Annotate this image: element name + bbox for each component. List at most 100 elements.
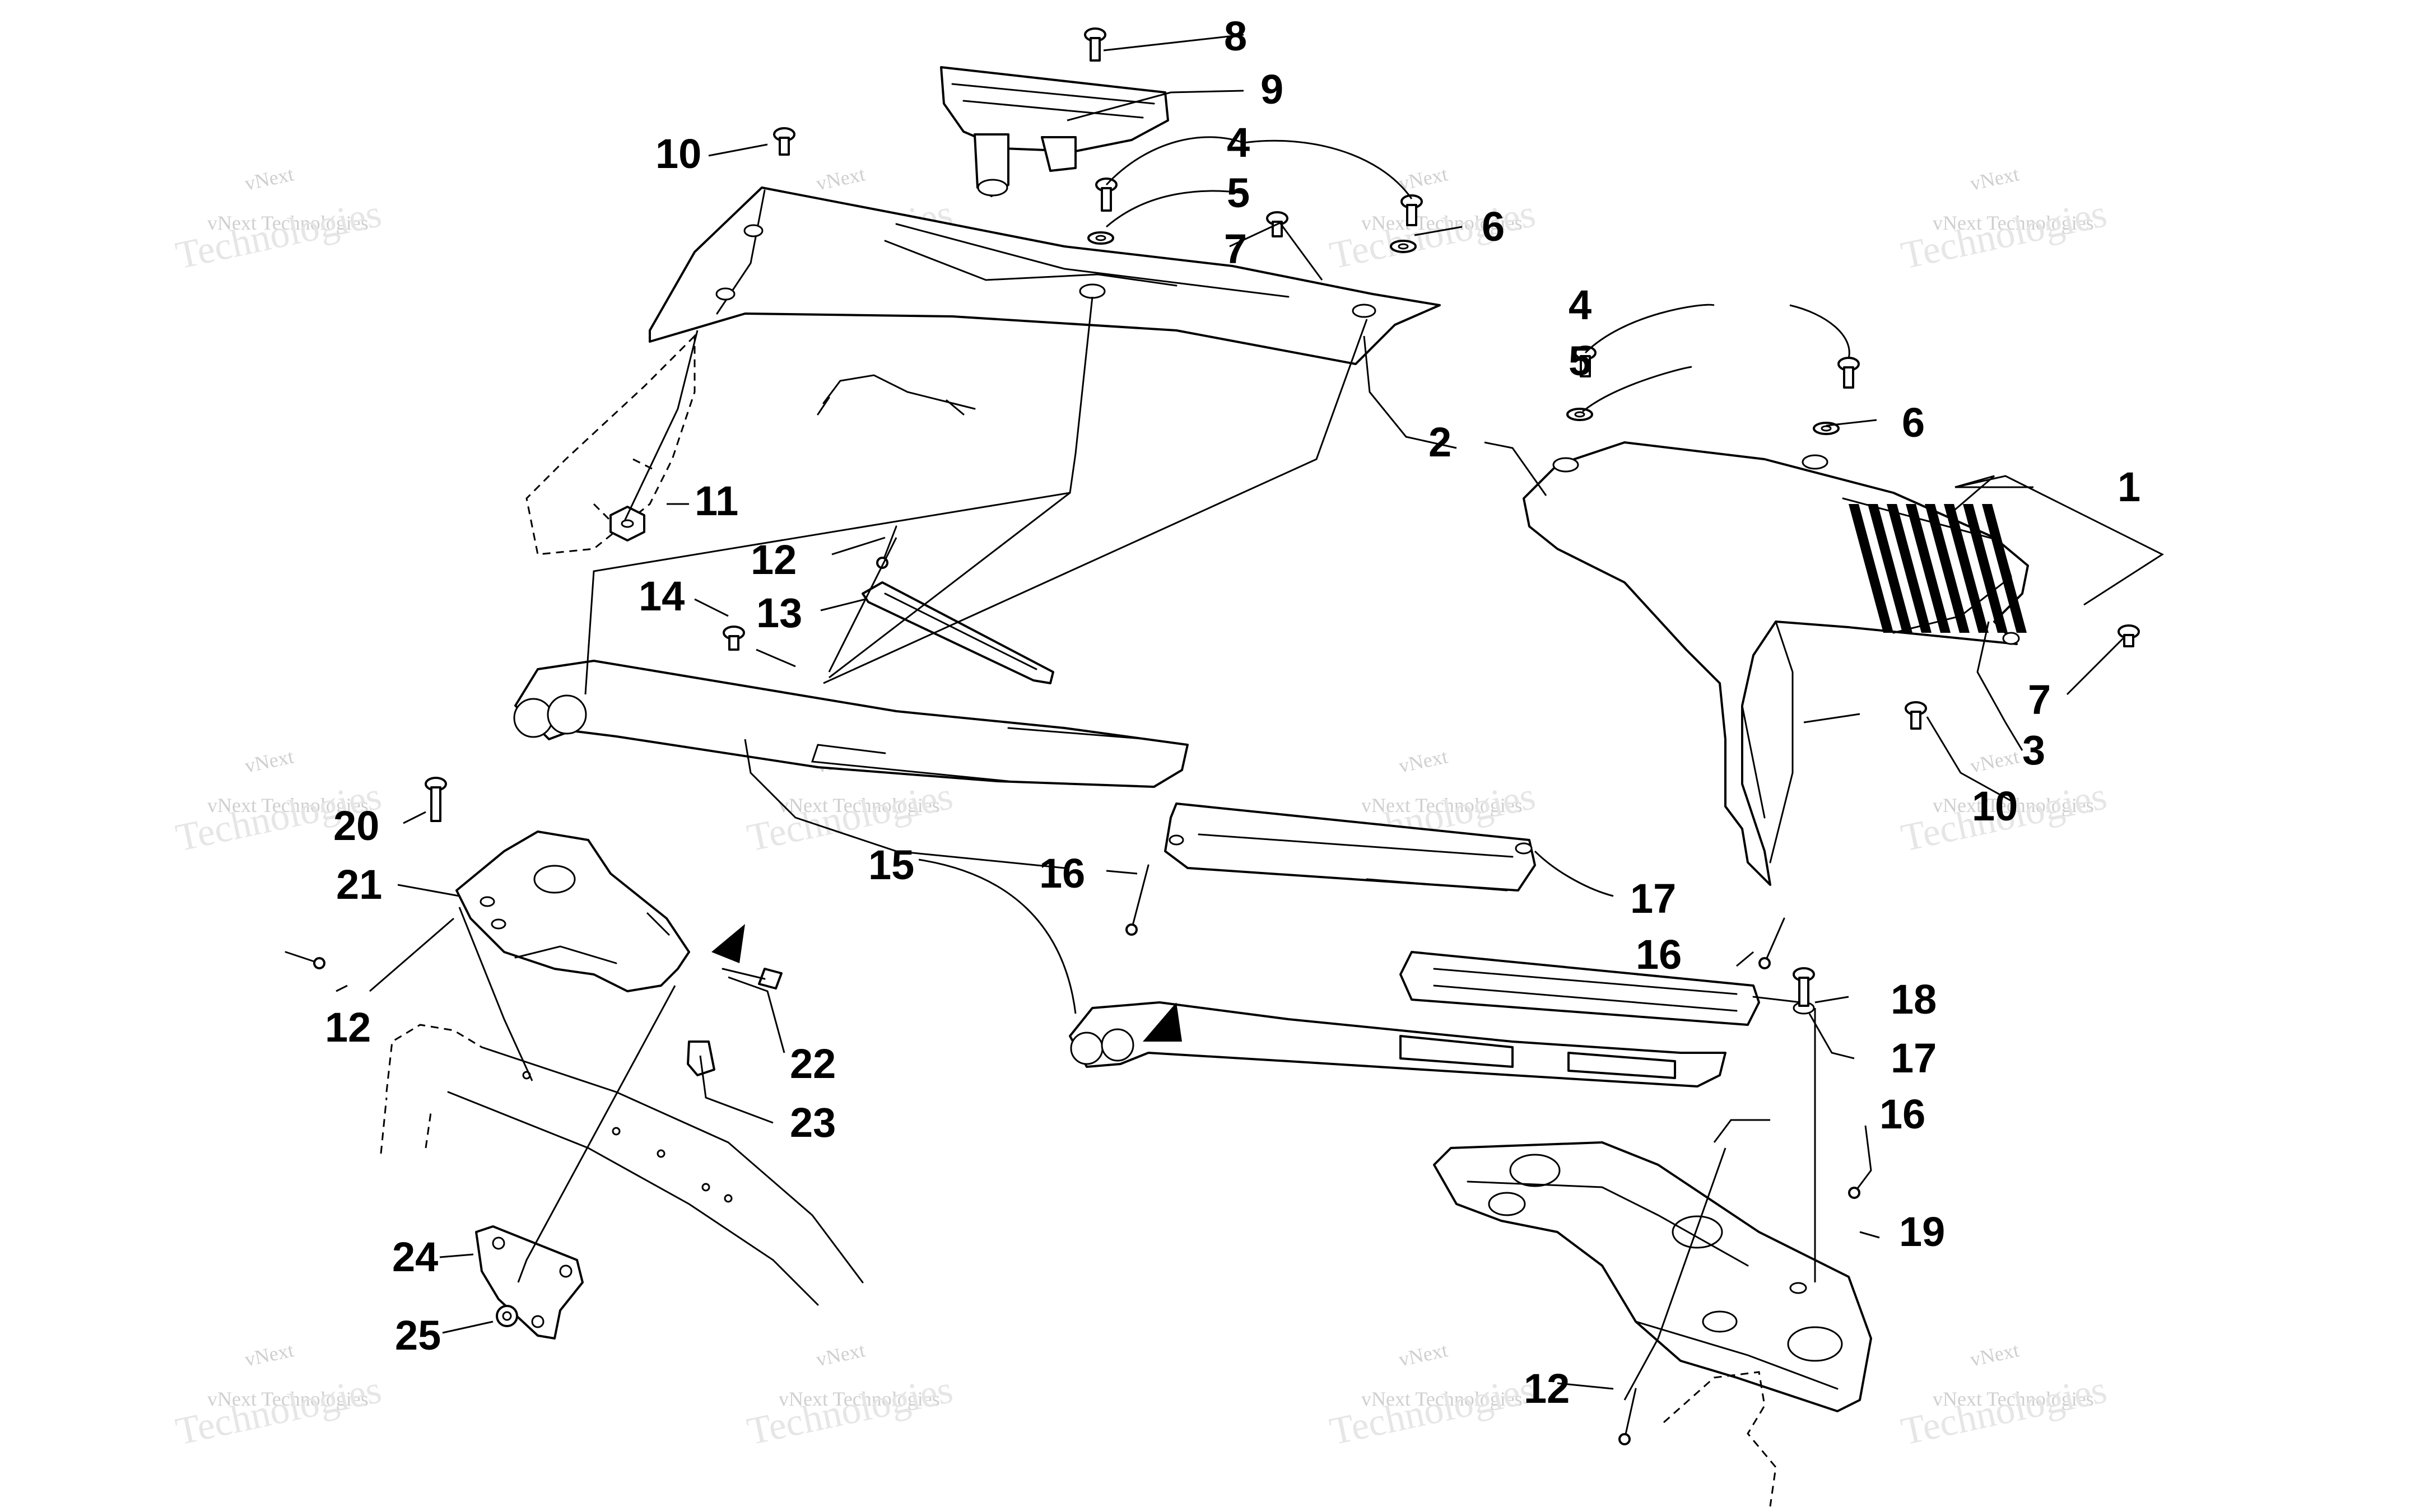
watermark-brand: vNext bbox=[1968, 745, 2021, 777]
washer-6-top bbox=[1390, 240, 1417, 253]
callout-22: 22 bbox=[790, 1040, 836, 1087]
callout-3: 3 bbox=[2022, 727, 2045, 773]
watermark-brand: vNext bbox=[1397, 745, 1449, 777]
callout-18: 18 bbox=[1891, 976, 1937, 1023]
bolt-20 bbox=[425, 777, 447, 822]
part-lower-strip bbox=[1399, 951, 1815, 1026]
watermark-line2: Technologies bbox=[1326, 1368, 1539, 1454]
callout-25: 25 bbox=[395, 1312, 441, 1359]
decal-stripe bbox=[1925, 504, 1970, 633]
callout-4: 4 bbox=[1569, 282, 1591, 328]
callout-7: 7 bbox=[1224, 226, 1247, 272]
callout-5: 5 bbox=[1227, 170, 1250, 216]
decal-stripe bbox=[1868, 504, 1912, 633]
rivet-12-left bbox=[285, 951, 325, 969]
washer-5-top bbox=[1087, 231, 1114, 245]
callout-4: 4 bbox=[1227, 119, 1250, 166]
part-upper-strip bbox=[862, 581, 1054, 684]
watermark-line1: vNext Technologies bbox=[1361, 1388, 1523, 1410]
screw-4-right-2 bbox=[1837, 357, 1860, 389]
part-lower-bracket-hidden bbox=[1663, 1371, 1777, 1507]
screw-4-top-right bbox=[1400, 194, 1423, 226]
rivet-12-bottom bbox=[1618, 1388, 1637, 1445]
watermark-brand: vNext bbox=[1397, 1338, 1449, 1370]
callout-21: 21 bbox=[336, 861, 382, 908]
callout-24: 24 bbox=[392, 1234, 438, 1280]
watermark-line1: vNext Technologies bbox=[779, 794, 940, 816]
fastener-layer bbox=[285, 27, 2140, 1445]
watermark-brand: vNext bbox=[243, 1338, 295, 1370]
watermark-line2: Technologies bbox=[743, 774, 956, 860]
screw-18 bbox=[1793, 967, 1815, 1007]
callout-17: 17 bbox=[1630, 875, 1676, 922]
part-mid-strip bbox=[1164, 802, 1536, 892]
callout-6: 6 bbox=[1482, 203, 1505, 250]
watermark-line1: vNext Technologies bbox=[207, 212, 369, 234]
watermark-line2: Technologies bbox=[1326, 192, 1539, 278]
screw-14 bbox=[723, 626, 745, 651]
decal-stripe bbox=[1963, 504, 2008, 633]
callout-13: 13 bbox=[756, 590, 802, 636]
watermark-brand: vNext bbox=[1968, 162, 2021, 194]
callout-11: 11 bbox=[695, 478, 738, 524]
callout-12: 12 bbox=[1524, 1365, 1570, 1412]
callout-5: 5 bbox=[1569, 338, 1591, 384]
part-headlight-housing bbox=[940, 66, 1169, 197]
watermark-line1: vNext Technologies bbox=[1933, 794, 2094, 816]
part-small-bracket bbox=[475, 1225, 584, 1340]
watermark-brand: vNext bbox=[243, 745, 295, 777]
part-decal-stripes bbox=[1842, 497, 2027, 634]
direction-arrows bbox=[711, 924, 1182, 1042]
part-lower-arm bbox=[1069, 1001, 1726, 1088]
callout-12: 12 bbox=[751, 536, 797, 583]
watermark-brand: vNext bbox=[1968, 1338, 2021, 1370]
bolt-22 bbox=[722, 968, 783, 990]
watermark-line2: Technologies bbox=[172, 192, 385, 278]
part-frame-rail-hidden bbox=[380, 1024, 482, 1154]
watermark-line1: vNext Technologies bbox=[207, 1388, 369, 1410]
callout-6: 6 bbox=[1902, 399, 1925, 446]
part-upper-arm bbox=[513, 660, 1189, 788]
watermark-line1: vNext Technologies bbox=[779, 1388, 940, 1410]
part-side-bracket-hidden bbox=[525, 334, 696, 556]
nut-25 bbox=[496, 1305, 518, 1327]
screw-7-right bbox=[2118, 624, 2140, 647]
callout-15: 15 bbox=[868, 842, 914, 888]
callout-10: 10 bbox=[655, 130, 701, 177]
rivet-12-top bbox=[876, 525, 897, 569]
watermark-line1: vNext Technologies bbox=[207, 794, 369, 816]
watermark-brand: vNext bbox=[814, 162, 867, 194]
callout-16: 16 bbox=[1636, 931, 1682, 978]
watermark-line1: vNext Technologies bbox=[1933, 212, 2094, 234]
callout-2: 2 bbox=[1428, 419, 1451, 465]
nut-11 bbox=[609, 506, 645, 542]
screw-4-top bbox=[1095, 178, 1118, 212]
callout-16: 16 bbox=[1879, 1091, 1925, 1137]
part-console-shroud-left bbox=[649, 186, 1441, 416]
leader-lines bbox=[336, 34, 2165, 1401]
callout-23: 23 bbox=[790, 1099, 836, 1146]
callout-9: 9 bbox=[1260, 66, 1283, 113]
callout-19: 19 bbox=[1899, 1208, 1945, 1255]
screw-10-right bbox=[1905, 701, 1927, 730]
callout-8: 8 bbox=[1224, 13, 1247, 59]
decal-stripe bbox=[1982, 504, 2027, 633]
watermark-line2: Technologies bbox=[1897, 1368, 2110, 1454]
watermark-line2: Technologies bbox=[172, 1368, 385, 1454]
callout-20: 20 bbox=[333, 802, 379, 849]
decal-stripe bbox=[1944, 504, 1989, 633]
screw-8 bbox=[1084, 27, 1106, 62]
decal-stripe bbox=[1906, 504, 1951, 633]
washer-5-right bbox=[1566, 408, 1593, 421]
callout-14: 14 bbox=[639, 573, 685, 619]
callout-7: 7 bbox=[2028, 676, 2051, 723]
callout-10: 10 bbox=[1972, 783, 2018, 829]
decal-stripe bbox=[1887, 504, 1932, 633]
callout-16: 16 bbox=[1039, 850, 1085, 897]
